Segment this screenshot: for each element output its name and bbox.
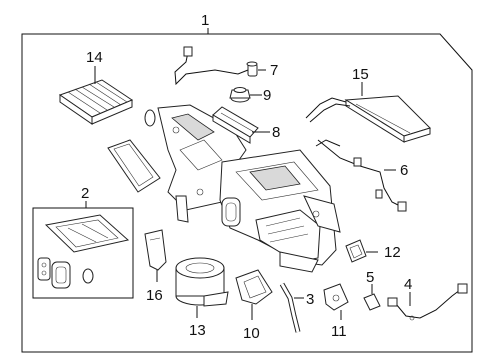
part-7-sensor [174, 46, 258, 86]
callout-6: 6 [400, 162, 408, 179]
part-seal-oval [144, 109, 156, 127]
part-3-drain-hose [279, 282, 301, 333]
callout-10: 10 [243, 325, 260, 342]
part-1-hvac-case [157, 104, 341, 273]
callout-7: 7 [270, 62, 278, 79]
part-gasket-frame [107, 139, 161, 193]
assembly-boundary [21, 33, 473, 353]
callout-16: 16 [146, 287, 163, 304]
part-5-sensor [363, 290, 381, 311]
part-16-bracket [144, 229, 167, 271]
callout-2: 2 [81, 185, 89, 202]
callout-13: 13 [189, 322, 206, 339]
callout-4: 4 [404, 276, 412, 293]
part-13-blower-motor [175, 257, 229, 307]
part-12-actuator [345, 239, 367, 263]
subassembly-box-2 [32, 207, 134, 299]
callout-9: 9 [263, 87, 271, 104]
part-8-duct-adapter [212, 106, 259, 144]
part-9-grommet [229, 87, 251, 103]
callout-5: 5 [366, 269, 374, 286]
part-14-filter [58, 79, 134, 125]
callout-8: 8 [272, 124, 280, 141]
part-15-heater-core [305, 95, 431, 143]
part-4-wire-harness [387, 283, 468, 321]
part-6-wire-harness [315, 139, 407, 212]
part-10-actuator [235, 269, 273, 305]
callout-3: 3 [306, 291, 314, 308]
part-11-actuator [323, 283, 349, 311]
callout-11: 11 [331, 323, 347, 340]
callout-15: 15 [352, 66, 369, 83]
callout-12: 12 [384, 244, 401, 261]
callout-1: 1 [201, 12, 209, 29]
part-2-door-set [37, 214, 130, 289]
callout-14: 14 [86, 49, 103, 66]
